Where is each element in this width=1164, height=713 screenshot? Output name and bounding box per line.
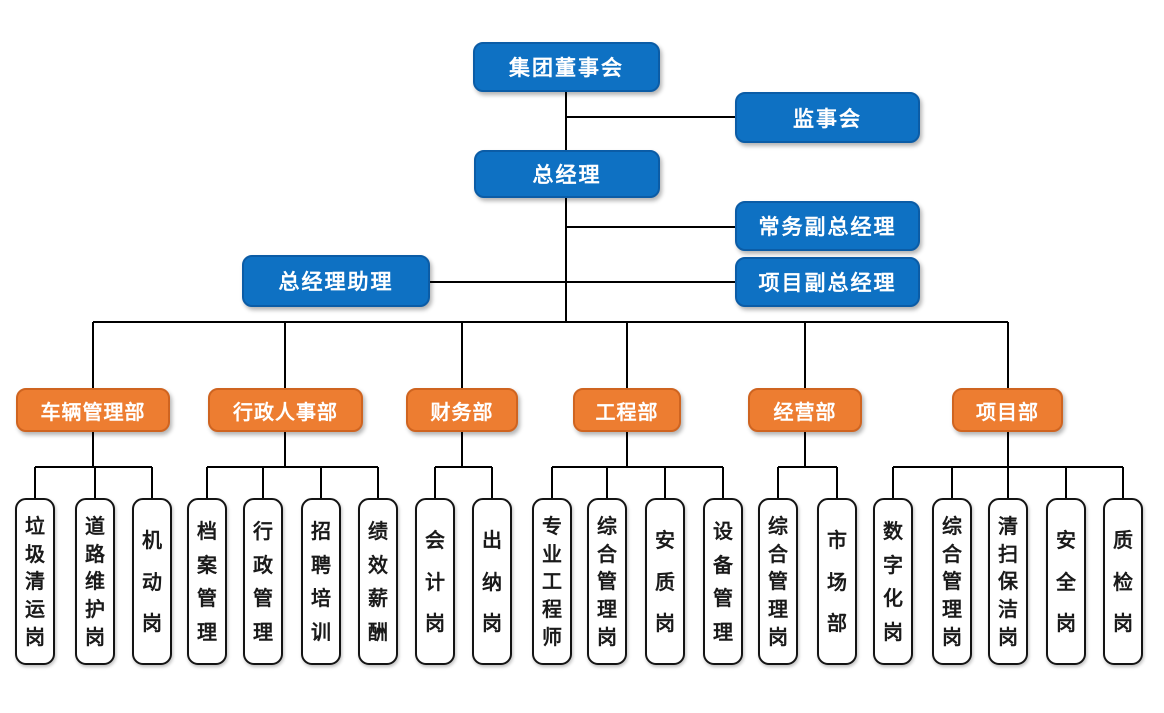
post-label: 综合管理岗 bbox=[597, 513, 617, 650]
post-label: 清扫保洁岗 bbox=[998, 513, 1018, 650]
post-label: 市场部 bbox=[827, 527, 847, 636]
post-label: 道路维护岗 bbox=[85, 513, 105, 650]
node-post-digitalization: 数字化岗 bbox=[873, 498, 913, 665]
node-post-recruitment-training: 招聘培训 bbox=[301, 498, 341, 665]
node-post-garbage-collection: 垃圾清运岗 bbox=[15, 498, 55, 665]
node-supervisory-board: 监事会 bbox=[735, 92, 920, 143]
node-group-board: 集团董事会 bbox=[473, 42, 660, 92]
post-label: 综合管理岗 bbox=[768, 513, 788, 650]
position-buses bbox=[35, 432, 1123, 468]
post-label: 质检岗 bbox=[1113, 527, 1133, 636]
post-label: 绩效薪酬 bbox=[368, 519, 388, 644]
node-project-deputy-gm: 项目副总经理 bbox=[735, 257, 920, 307]
node-post-general-management-ops: 综合管理岗 bbox=[758, 498, 798, 665]
post-label: 会计岗 bbox=[425, 527, 445, 636]
node-post-accounting: 会计岗 bbox=[415, 498, 455, 665]
node-post-general-management-proj: 综合管理岗 bbox=[932, 498, 972, 665]
post-label: 垃圾清运岗 bbox=[25, 513, 45, 650]
node-post-safety-quality: 安质岗 bbox=[645, 498, 685, 665]
post-label: 安全岗 bbox=[1056, 527, 1076, 636]
position-drops bbox=[34, 467, 1124, 498]
node-gm-assistant: 总经理助理 bbox=[242, 255, 430, 307]
department-bus bbox=[92, 321, 1009, 388]
node-dept-engineering: 工程部 bbox=[573, 388, 681, 432]
node-post-archives-management: 档案管理 bbox=[187, 498, 227, 665]
post-label: 安质岗 bbox=[655, 527, 675, 636]
node-dept-vehicle-management: 车辆管理部 bbox=[16, 388, 170, 432]
post-label: 综合管理岗 bbox=[942, 513, 962, 650]
node-post-quality-inspection: 质检岗 bbox=[1103, 498, 1143, 665]
post-label: 出纳岗 bbox=[482, 527, 502, 636]
post-label: 设备管理 bbox=[713, 519, 733, 644]
post-label: 行政管理 bbox=[253, 519, 273, 644]
node-executive-deputy-gm: 常务副总经理 bbox=[735, 201, 920, 251]
post-label: 招聘培训 bbox=[311, 519, 331, 644]
node-post-admin-management: 行政管理 bbox=[243, 498, 283, 665]
node-dept-operations: 经营部 bbox=[748, 388, 862, 432]
node-post-general-management-eng: 综合管理岗 bbox=[587, 498, 627, 665]
node-dept-project: 项目部 bbox=[952, 388, 1063, 432]
post-label: 机动岗 bbox=[142, 527, 162, 636]
node-post-safety: 安全岗 bbox=[1046, 498, 1086, 665]
node-post-mobile: 机动岗 bbox=[132, 498, 172, 665]
node-post-market-dept: 市场部 bbox=[817, 498, 857, 665]
post-label: 档案管理 bbox=[197, 519, 217, 644]
node-post-road-maintenance: 道路维护岗 bbox=[75, 498, 115, 665]
node-post-cashier: 出纳岗 bbox=[472, 498, 512, 665]
node-dept-finance: 财务部 bbox=[406, 388, 518, 432]
executive-connectors bbox=[430, 92, 735, 322]
node-post-equipment-management: 设备管理 bbox=[703, 498, 743, 665]
post-label: 专业工程师 bbox=[542, 513, 562, 650]
post-label: 数字化岗 bbox=[883, 519, 903, 644]
node-general-manager: 总经理 bbox=[474, 150, 660, 198]
node-post-performance-compensation: 绩效薪酬 bbox=[358, 498, 398, 665]
node-dept-admin-hr: 行政人事部 bbox=[208, 388, 363, 432]
node-post-professional-engineer: 专业工程师 bbox=[532, 498, 572, 665]
node-post-cleaning: 清扫保洁岗 bbox=[988, 498, 1028, 665]
